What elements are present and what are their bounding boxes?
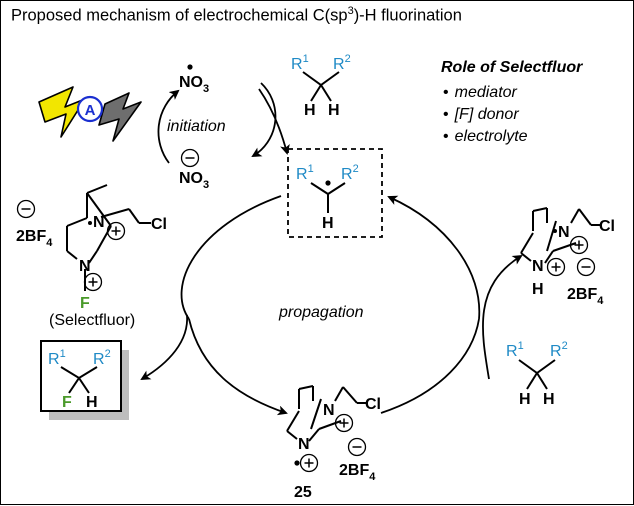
- arrow: [180, 195, 282, 320]
- arrow: [157, 89, 180, 164]
- arrow: [482, 254, 523, 380]
- h-atom: H: [322, 215, 334, 232]
- svg-text:•electrolyte: • electrolyte: [443, 128, 528, 145]
- r2: R2: [550, 340, 568, 360]
- arrow: [258, 88, 290, 155]
- arrow: [188, 318, 288, 416]
- substrate-right: R1 R2 H H: [506, 340, 568, 408]
- arrow: [251, 82, 277, 158]
- reduced-cage: N Cl N H 2BF4: [520, 207, 615, 307]
- nitrogen: N: [532, 258, 544, 275]
- lightning-icon: [38, 86, 86, 138]
- initiation-cycle: initiation NO3 NO3: [157, 64, 290, 191]
- arrow: [140, 314, 188, 381]
- r1: R1: [291, 53, 309, 73]
- radical-dot: [294, 460, 300, 466]
- r2: R2: [333, 53, 351, 73]
- h-atom: H: [532, 281, 544, 298]
- chlorine: Cl: [151, 216, 167, 233]
- title-text-end: )-H fluorination: [353, 6, 462, 25]
- anode-label: A: [85, 102, 96, 119]
- role-of-selectfluor: Role of Selectfluor • mediator • [F] donor…: [441, 59, 583, 145]
- selectfluor-name: (Selectfluor): [49, 312, 135, 329]
- bullet: •: [443, 84, 449, 101]
- r1: R1: [48, 348, 66, 368]
- role-item-electrolyte: electrolyte: [455, 128, 528, 145]
- bullet: •: [443, 106, 449, 123]
- counterion: 2BF4: [16, 228, 53, 249]
- title-superscript: 3: [347, 5, 354, 17]
- anode-icon: [76, 95, 104, 123]
- h-atom: H: [86, 394, 98, 411]
- svg-text:•[F] donor: • [F] donor: [443, 106, 519, 123]
- counterion: 2BF4: [567, 286, 604, 307]
- arrow: [380, 318, 480, 414]
- nitrogen: N: [93, 214, 105, 231]
- product-box: R1 R2 F H: [40, 340, 129, 420]
- propagation-cycle: propagation: [140, 195, 523, 416]
- arrow: [387, 195, 481, 320]
- substrate-top: R1 R2 H H: [291, 53, 351, 119]
- r2: R2: [341, 163, 359, 183]
- r2: R2: [93, 348, 111, 368]
- lightning-icon: [98, 92, 142, 142]
- compound-number: 25: [294, 484, 312, 501]
- fluorine: F: [62, 394, 72, 411]
- figure-title: Proposed mechanism of electrochemical C(…: [11, 5, 462, 26]
- minus-charge: [180, 148, 200, 168]
- nitrogen: N: [558, 224, 570, 241]
- h-atom: H: [543, 391, 555, 408]
- selectfluor: 2BF4 N Cl N: [16, 184, 167, 329]
- role-heading: Role of Selectfluor: [441, 59, 583, 76]
- electrode-bolts: A: [38, 86, 142, 142]
- nitrate-radical: NO3: [179, 74, 209, 95]
- radical-dot: [325, 180, 331, 186]
- chlorine: Cl: [365, 396, 381, 413]
- chlorine: Cl: [599, 218, 615, 235]
- h-atom: H: [328, 102, 340, 119]
- propagation-label: propagation: [278, 304, 364, 321]
- radical-dot: [187, 64, 193, 70]
- role-item-f-donor: [F] donor: [454, 106, 520, 123]
- r1: R1: [506, 340, 524, 360]
- fluorine: F: [80, 295, 90, 312]
- title-text: Proposed mechanism of electrochemical C(…: [11, 6, 348, 25]
- h-atom: H: [519, 391, 531, 408]
- r1: R1: [296, 163, 314, 183]
- initiation-label: initiation: [167, 118, 226, 135]
- bullet: •: [443, 128, 449, 145]
- nitrogen: N: [79, 258, 91, 275]
- counterion: 2BF4: [339, 462, 376, 483]
- radical-cation-25: N Cl N 2BF4 25: [286, 385, 381, 501]
- role-item-mediator: mediator: [455, 84, 518, 101]
- carbon-radical-box: R1 R2 H: [287, 148, 383, 238]
- nitrogen: N: [298, 436, 310, 453]
- nitrogen: N: [323, 402, 335, 419]
- nitrate-anion: NO3: [179, 170, 209, 191]
- svg-text:•mediator: • mediator: [443, 84, 518, 101]
- h-atom: H: [304, 102, 316, 119]
